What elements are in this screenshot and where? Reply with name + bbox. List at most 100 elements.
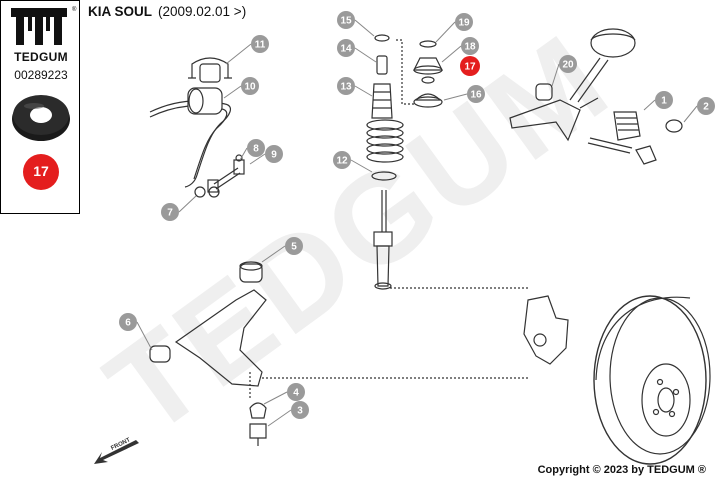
callout-leader-14 — [354, 47, 377, 63]
callout-number-3: 3 — [297, 406, 303, 417]
callout-20: 20 — [551, 55, 577, 87]
highlight-number: 17 — [33, 163, 49, 179]
callout-number-9: 9 — [271, 150, 277, 161]
callout-leader-7 — [178, 195, 197, 213]
callout-number-4: 4 — [293, 388, 299, 399]
callout-13: 13 — [337, 77, 373, 97]
callout-number-8: 8 — [253, 144, 259, 155]
coil-spring — [366, 119, 404, 163]
svg-text:®: ® — [72, 6, 77, 13]
callout-circle-14 — [337, 39, 355, 57]
callout-leader-15 — [354, 19, 375, 37]
callout-circle-9 — [265, 145, 283, 163]
callout-12: 12 — [333, 151, 373, 173]
callout-number-13: 13 — [340, 82, 352, 93]
callout-circle-10 — [241, 77, 259, 95]
callout-number-2: 2 — [703, 102, 709, 113]
callout-1: 1 — [643, 91, 673, 111]
vehicle-title: KIA SOUL (2009.02.01 >) — [88, 4, 246, 19]
callout-circle-18 — [461, 37, 479, 55]
link-nut — [208, 186, 220, 198]
callout-15: 15 — [337, 11, 375, 37]
callout-leader-12 — [350, 159, 373, 173]
callout-number-6: 6 — [125, 318, 131, 329]
tie-rod — [587, 137, 657, 165]
callout-circle-12 — [333, 151, 351, 169]
steering-knuckle — [523, 295, 569, 365]
callout-number-16: 16 — [470, 90, 482, 101]
stabilizer-bushing — [187, 87, 223, 115]
lower-control-arm — [174, 261, 267, 387]
callout-circle-7 — [161, 203, 179, 221]
part-number: 00289223 — [14, 68, 68, 82]
callout-circle-19 — [455, 13, 473, 31]
callout-leader-18 — [441, 45, 462, 63]
callout-number-1: 1 — [661, 96, 667, 107]
callout-number-7: 7 — [167, 208, 173, 219]
callout-circle-3 — [291, 401, 309, 419]
callout-leader-4 — [263, 391, 288, 405]
callout-circle-8 — [247, 139, 265, 157]
callout-circle-16 — [467, 85, 485, 103]
callout-circle-1 — [655, 91, 673, 109]
callout-leader-8 — [239, 147, 248, 161]
callout-leader-1 — [643, 99, 656, 111]
callout-leader-3 — [267, 409, 292, 427]
callout-leader-13 — [354, 85, 373, 97]
callout-leader-10 — [223, 85, 242, 99]
callout-number-11: 11 — [255, 40, 266, 51]
brand-name: TEDGUM — [14, 50, 68, 64]
callout-number-5: 5 — [291, 242, 297, 253]
vehicle-model: KIA SOUL — [88, 4, 152, 19]
callout-7: 7 — [161, 195, 197, 221]
strut-dust-boot — [371, 34, 393, 119]
stabilizer-bushing-bracket — [188, 57, 232, 83]
callout-circle-17 — [460, 56, 480, 76]
callout-17: 17 — [460, 56, 480, 76]
callout-8: 8 — [239, 139, 265, 161]
callout-leader-19 — [435, 21, 456, 43]
callout-leader-11 — [225, 43, 252, 65]
ball-joint — [249, 402, 267, 446]
callout-number-19: 19 — [458, 18, 470, 29]
callout-circle-4 — [287, 383, 305, 401]
callout-circle-11 — [251, 35, 269, 53]
callout-number-18: 18 — [464, 42, 476, 53]
callout-5: 5 — [261, 237, 303, 263]
callout-2: 2 — [683, 97, 715, 123]
callout-11: 11 — [225, 35, 269, 65]
part-info-panel: ® TEDGUM 00289223 17 — [0, 0, 80, 214]
callout-leader-2 — [683, 105, 698, 123]
highlight-number-badge — [23, 154, 59, 190]
steering-boot — [613, 111, 641, 141]
watermark: TEDGUM — [82, 7, 634, 463]
callout-number-10: 10 — [244, 82, 256, 93]
callout-circle-15 — [337, 11, 355, 29]
callout-leader-5 — [261, 245, 286, 263]
callout-number-15: 15 — [340, 16, 352, 27]
callout-circle-13 — [337, 77, 355, 95]
vehicle-years: (2009.02.01 >) — [158, 4, 247, 19]
copyright: Copyright © 2023 by TEDGUM ® — [537, 464, 706, 476]
callout-9: 9 — [249, 145, 283, 165]
tie-rod-end-cap — [665, 119, 683, 133]
shock-absorber — [373, 190, 393, 290]
callout-14: 14 — [337, 39, 377, 63]
callout-number-17: 17 — [464, 62, 476, 73]
callout-leader-9 — [249, 153, 266, 165]
top-mount-washer-image — [12, 95, 70, 141]
callout-number-12: 12 — [336, 156, 348, 167]
callout-circle-20 — [559, 55, 577, 73]
callout-circle-6 — [119, 313, 137, 331]
callout-circle-5 — [285, 237, 303, 255]
callout-4: 4 — [263, 383, 305, 405]
front-arrow: FRONT — [94, 437, 139, 464]
callout-number-20: 20 — [562, 60, 574, 71]
callout-19: 19 — [435, 13, 473, 43]
steering-column — [509, 28, 636, 142]
callout-18: 18 — [441, 37, 479, 63]
callout-leader-20 — [551, 63, 560, 87]
callout-leader-6 — [136, 321, 153, 351]
